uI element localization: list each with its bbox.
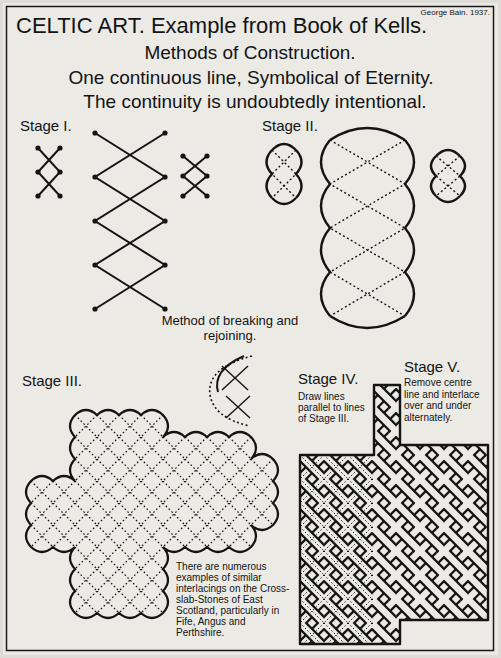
- stage-label: Stage V.: [404, 358, 488, 375]
- instruction-note: Draw lines parallel to lines of Stage II…: [298, 391, 372, 424]
- label-slot: Stage III.: [22, 372, 112, 389]
- signature: George Bain. 1937.: [420, 9, 490, 18]
- stage-label: Stage II.: [262, 117, 332, 134]
- page-title: CELTIC ART. Example from Book of Kells.: [16, 13, 488, 38]
- stage-one-dots: [35, 130, 209, 311]
- stage-two-lattice: [272, 140, 460, 316]
- breaking-rejoining-figure: [210, 356, 252, 426]
- label-slot: Stage V.: [404, 358, 488, 375]
- instruction-note: Remove centre line and interlace over an…: [404, 377, 490, 423]
- heading-line: The continuity is undoubtedly intentiona…: [30, 91, 480, 113]
- stage-two-loops: [267, 128, 466, 328]
- label-slot: There are numerous examples of similar i…: [176, 561, 296, 638]
- label-slot: CELTIC ART. Example from Book of Kells.: [16, 13, 488, 38]
- label-slot: Stage I.: [20, 117, 100, 134]
- label-slot: George Bain. 1937.: [420, 9, 490, 18]
- footnote: There are numerous examples of similar i…: [176, 561, 296, 638]
- label-slot: Stage II.: [262, 117, 332, 134]
- label-slot: Stage IV.: [298, 370, 370, 387]
- frame: [7, 7, 494, 651]
- label-slot: The continuity is undoubtedly intentiona…: [30, 91, 480, 113]
- stage-one-lattice: [38, 133, 207, 309]
- paper: [3, 3, 498, 655]
- stage-four-centre-lines: [301, 456, 373, 643]
- method-note: Method of breaking and rejoining.: [150, 314, 310, 344]
- subtitle: Methods of Construction.: [20, 42, 480, 64]
- stage-label: Stage III.: [22, 372, 112, 389]
- label-slot: Methods of Construction.: [20, 42, 480, 64]
- label-slot: Draw lines parallel to lines of Stage II…: [298, 391, 372, 424]
- stage-label: Stage I.: [20, 117, 100, 134]
- stage-label: Stage IV.: [298, 370, 370, 387]
- heading-line: One continuous line, Symbolical of Etern…: [14, 67, 488, 89]
- label-slot: Method of breaking and rejoining.: [150, 314, 310, 344]
- label-slot: Remove centre line and interlace over an…: [404, 377, 490, 423]
- label-slot: One continuous line, Symbolical of Etern…: [14, 67, 488, 89]
